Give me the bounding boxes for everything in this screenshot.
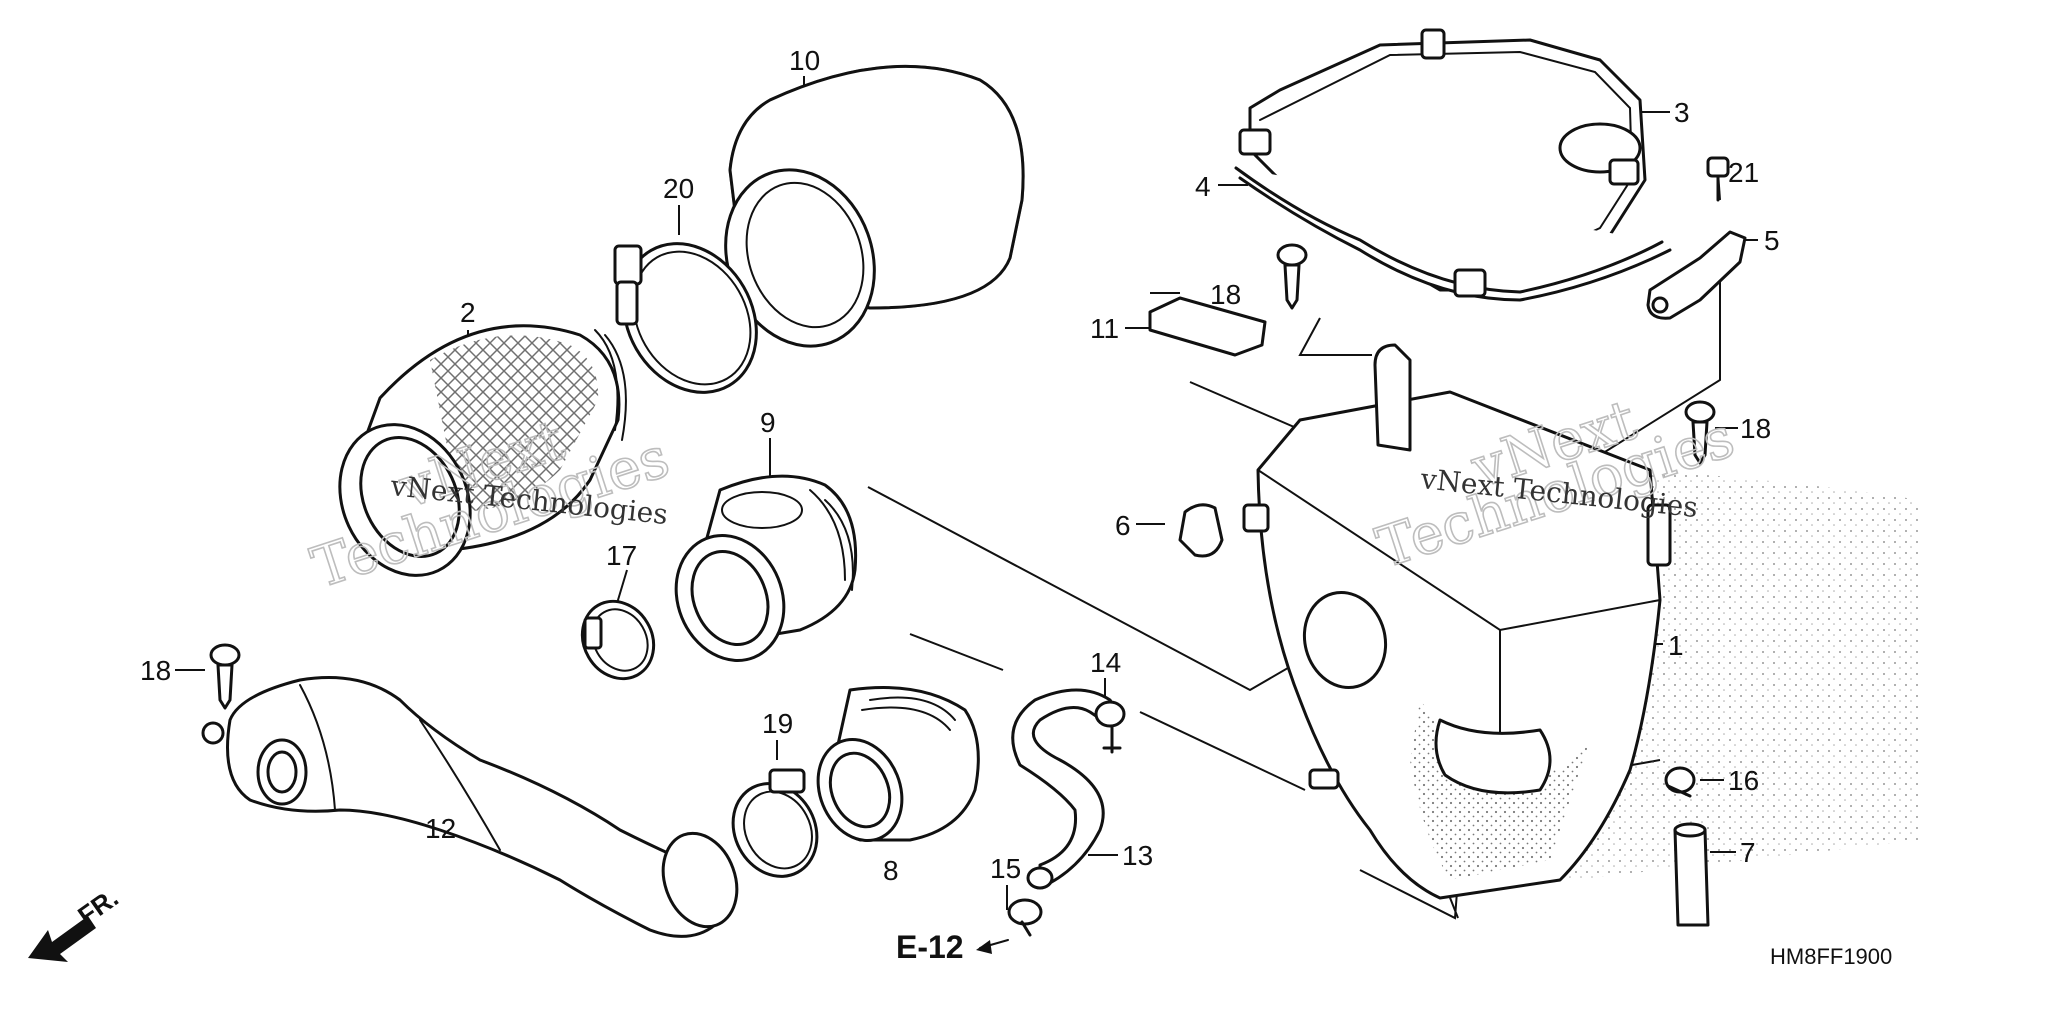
callout-13: 13 <box>1122 840 1153 871</box>
callout-3: 3 <box>1674 97 1690 128</box>
clip-6 <box>1178 503 1224 558</box>
callout-12: 12 <box>425 813 456 844</box>
clip-18-left <box>209 643 241 710</box>
drain-tube-7 <box>1673 822 1710 927</box>
callout-19: 19 <box>762 708 793 739</box>
callout-18-left: 18 <box>140 655 171 686</box>
diagram-code: HM8FF1900 <box>1770 944 1892 969</box>
callout-14: 14 <box>1090 647 1121 678</box>
band-clamp <box>613 242 758 394</box>
bolt-21 <box>1706 156 1730 202</box>
callout-8: 8 <box>883 855 899 886</box>
filter-joint <box>674 474 858 662</box>
reference-label: E-12 <box>896 929 964 965</box>
hose-clip-14 <box>1094 700 1126 754</box>
callout-18-right: 18 <box>1740 413 1771 444</box>
callout-labels: 1 2 3 4 5 6 7 8 9 10 11 12 13 14 15 16 1… <box>140 45 1780 886</box>
reference-e12: E-12 <box>896 929 1009 965</box>
callout-11: 11 <box>1090 313 1119 344</box>
callout-5: 5 <box>1764 225 1780 256</box>
front-direction-arrow: FR. <box>28 882 124 962</box>
callout-20: 20 <box>663 173 694 204</box>
callout-6: 6 <box>1115 510 1131 541</box>
callout-16: 16 <box>1728 765 1759 796</box>
foam-block <box>1148 296 1267 357</box>
callout-18-middle: 18 <box>1210 279 1241 310</box>
callout-4: 4 <box>1195 171 1211 202</box>
callout-17: 17 <box>606 540 637 571</box>
clip-16 <box>1664 766 1696 798</box>
hose-clip-15 <box>1007 898 1043 937</box>
callout-7: 7 <box>1740 837 1756 868</box>
connecting-tube <box>816 686 980 842</box>
callout-15: 15 <box>990 853 1021 884</box>
foam-filter <box>724 64 1025 348</box>
callout-2: 2 <box>460 297 476 328</box>
filter-element <box>338 324 627 577</box>
hose-clamp-19 <box>731 768 819 878</box>
intake-duct <box>201 676 739 938</box>
callout-9: 9 <box>760 407 776 438</box>
callout-10: 10 <box>789 45 820 76</box>
clip-18-middle <box>1276 243 1308 310</box>
air-cleaner-cover <box>1234 28 1672 302</box>
air-cleaner-case <box>1242 343 1920 900</box>
bracket-5 <box>1646 230 1747 320</box>
callout-1: 1 <box>1668 630 1684 661</box>
clip-18-right <box>1684 400 1716 465</box>
callout-21: 21 <box>1728 157 1759 188</box>
hose-clamp-17 <box>580 599 656 681</box>
